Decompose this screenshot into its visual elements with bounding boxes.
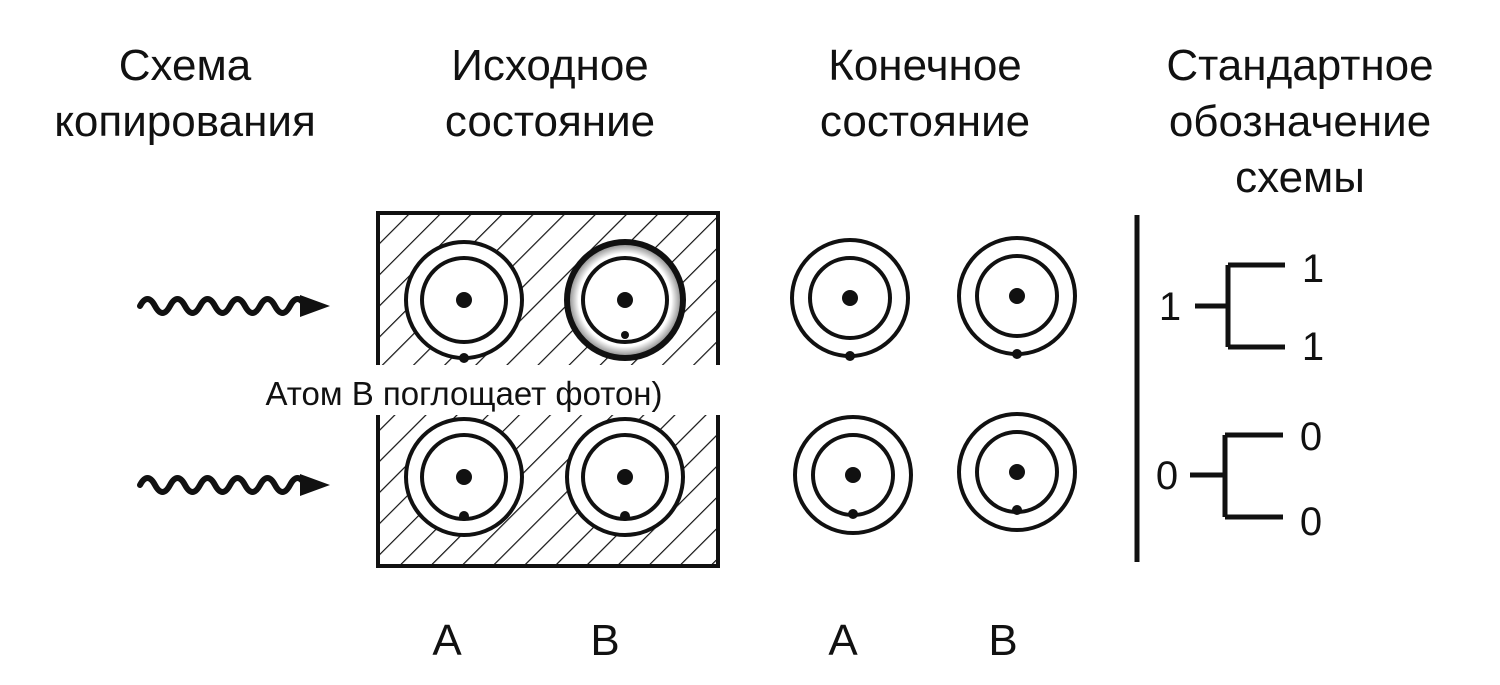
atom-final-a-top <box>790 238 910 361</box>
header-standard-notation-line1: Стандартное <box>1166 41 1434 90</box>
notation-row2-input: 0 <box>1156 454 1178 498</box>
column-label-final-b: В <box>988 616 1017 665</box>
header-final-state: Конечное состояние <box>775 38 1075 150</box>
column-label-initial-a: А <box>432 616 462 665</box>
header-standard-notation-line3: схемы <box>1235 153 1365 202</box>
header-standard-notation-line2: обозначение <box>1168 97 1432 146</box>
notation-copy-one <box>1195 262 1285 350</box>
atom-initial-b-top-excited <box>564 239 686 361</box>
notation-row1-input: 1 <box>1159 285 1181 329</box>
notation-copy-zero <box>1190 432 1283 520</box>
header-final-state-line1: Конечное <box>828 41 1022 90</box>
atom-initial-b-bottom <box>565 417 685 537</box>
atom-initial-a-bottom <box>404 417 524 537</box>
atom-final-b-bottom <box>957 412 1077 532</box>
atom-initial-a-top <box>404 240 524 363</box>
header-standard-notation: Стандартное обозначение схемы <box>1120 38 1480 206</box>
column-label-initial-b: В <box>590 616 619 665</box>
atom-final-a-bottom <box>793 415 913 535</box>
atom-final-b-top <box>957 236 1077 359</box>
header-copy-scheme-line2: копирования <box>54 97 316 146</box>
photon-arrow-top <box>137 295 330 317</box>
notation-row2-output-bottom: 0 <box>1300 500 1322 544</box>
header-initial-state-line1: Исходное <box>451 41 649 90</box>
header-initial-state: Исходное состояние <box>400 38 700 150</box>
notation-row2-output-top: 0 <box>1300 415 1322 459</box>
column-label-final-a: А <box>828 616 858 665</box>
notation-row1-output-top: 1 <box>1302 247 1324 291</box>
notation-row1-output-bottom: 1 <box>1302 325 1324 369</box>
header-copy-scheme-line1: Схема <box>118 41 252 90</box>
header-final-state-line2: состояние <box>819 97 1031 146</box>
photon-arrow-bottom <box>137 474 330 496</box>
absorption-label: Атом В поглощает фотон) <box>265 375 662 412</box>
header-initial-state-line2: состояние <box>444 97 656 146</box>
header-copy-scheme: Схема копирования <box>40 38 330 150</box>
